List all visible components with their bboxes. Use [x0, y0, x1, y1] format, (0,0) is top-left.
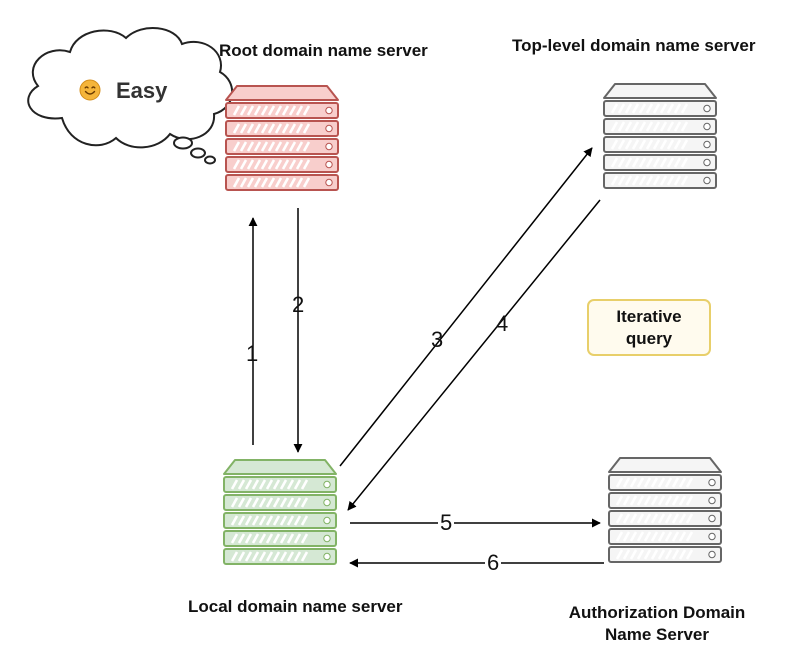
local-server-icon: [223, 459, 337, 565]
smiley-face-icon: [79, 79, 101, 101]
step-label-6: 6: [485, 550, 502, 575]
thought-cloud: [27, 26, 234, 165]
arrow-step-3: [339, 147, 593, 467]
note-line1: Iterative: [616, 306, 682, 326]
root-server-icon: [225, 85, 339, 191]
step-label-1: 1: [246, 341, 259, 366]
cloud-text: Easy: [116, 78, 168, 103]
auth-server-label: Authorization Domain Name Server: [556, 602, 758, 646]
local-server-label: Local domain name server: [188, 597, 403, 616]
iterative-query-note: Iterative query: [587, 299, 711, 356]
tld-server-icon: [603, 83, 717, 189]
auth-server-label-line1: Authorization Domain: [568, 603, 746, 622]
auth-server-label-line2: Name Server: [605, 625, 709, 644]
step-label-3: 3: [431, 327, 444, 352]
arrow-step-4: [347, 199, 601, 511]
note-line2: query: [625, 328, 673, 348]
auth-server-icon: [608, 457, 722, 563]
step-label-5: 5: [438, 510, 455, 535]
step-label-2: 2: [292, 292, 305, 317]
tld-server-label: Top-level domain name server: [512, 36, 756, 55]
step-label-4: 4: [496, 311, 509, 336]
root-server-label: Root domain name server: [219, 41, 428, 60]
